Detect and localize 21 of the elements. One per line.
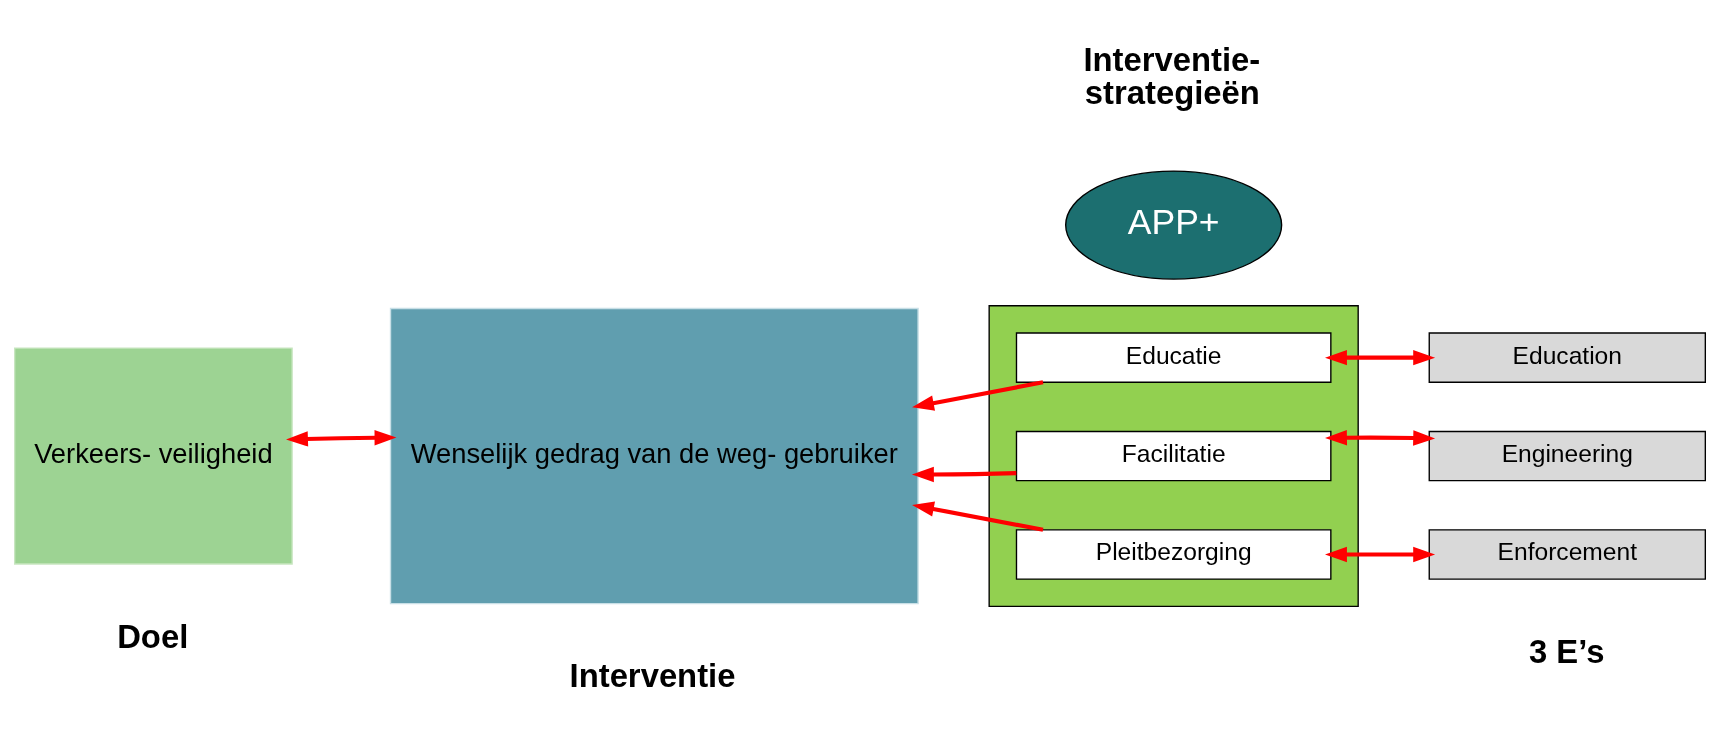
node-box: Education [1428,332,1706,383]
label: Interventie- strategieën [1083,40,1261,111]
arrow [912,380,1044,411]
arrow [286,430,397,447]
node-ellipse: APP+ [1065,170,1283,280]
label: Interventie [569,657,736,695]
arrow [912,501,1044,532]
node-box: Pleitbezorging [1015,529,1332,580]
node-box: Wenselijk gedrag van de weg- gebruiker [389,307,919,605]
node-box: Engineering [1428,430,1706,482]
node-box: Educatie [1015,332,1332,383]
arrow [1325,350,1436,366]
arrow [1325,546,1436,563]
node-box: Enforcement [1428,529,1706,580]
node-box: Verkeers- veiligheid [14,347,293,565]
label: Doel [117,617,189,655]
arrow [911,466,1017,483]
cluster [988,305,1359,608]
arrow [1325,430,1436,446]
label: 3 E’s [1529,632,1605,670]
node-box: Facilitatie [1015,430,1332,482]
